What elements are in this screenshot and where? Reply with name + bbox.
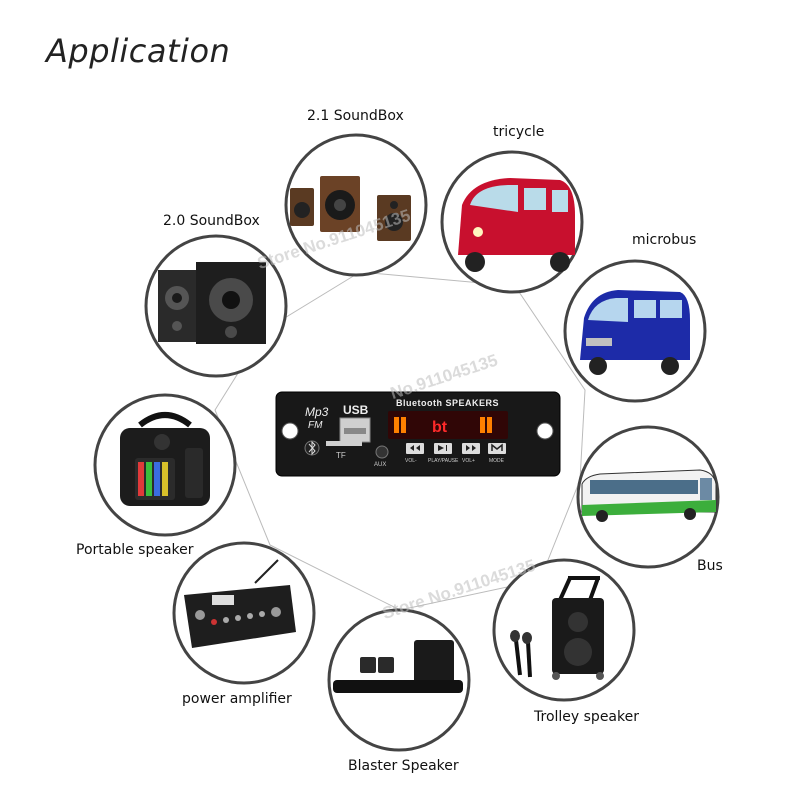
mp3-text: Mp3 xyxy=(305,405,329,419)
label-microbus: microbus xyxy=(632,232,697,248)
label-bus: Bus xyxy=(697,558,723,574)
label-portable-speaker: Portable speaker xyxy=(76,542,194,558)
aux-jack xyxy=(375,445,389,459)
label-trolley-speaker: Trolley speaker xyxy=(534,709,639,725)
mode-label: MODE xyxy=(489,458,505,464)
vol-plus-button[interactable] xyxy=(462,443,480,454)
label-tricycle: tricycle xyxy=(493,124,545,140)
trolley-speaker-image xyxy=(492,558,636,702)
display-text: bt xyxy=(432,419,448,436)
aux-text: AUX xyxy=(374,462,386,468)
tf-text: TF xyxy=(336,451,346,460)
power-amplifier-image xyxy=(172,541,316,685)
vol-minus-label: VOL- xyxy=(405,458,417,464)
vol-plus-label: VOL+ xyxy=(462,458,475,464)
portable-speaker-image xyxy=(93,393,237,537)
label-blaster-speaker: Blaster Speaker xyxy=(348,758,459,774)
bluetooth-icon xyxy=(304,440,320,456)
page-title: Application xyxy=(46,32,231,70)
microbus-image xyxy=(563,259,707,403)
bus-image xyxy=(576,425,720,569)
module-header-text: Bluetooth SPEAKERS xyxy=(396,398,499,408)
usb-text: USB xyxy=(343,403,369,417)
label-soundbox-21: 2.1 SoundBox xyxy=(307,108,404,124)
fm-text: FM xyxy=(308,420,323,431)
play-pause-label: PLAY/PAUSE xyxy=(428,458,459,464)
tf-slot xyxy=(326,441,362,446)
blaster-speaker-image xyxy=(327,608,471,752)
soundbox-20-image xyxy=(144,234,288,378)
soundbox-21-image xyxy=(284,133,428,277)
mp3-module-board: Mp3 FM USB TF AUX Bluetooth SPEAKERS bt … xyxy=(275,391,561,477)
label-power-amplifier: power amplifier xyxy=(182,691,292,707)
vol-minus-button[interactable] xyxy=(406,443,424,454)
led-display xyxy=(388,411,508,439)
tricycle-image xyxy=(440,150,584,294)
label-soundbox-20: 2.0 SoundBox xyxy=(163,213,260,229)
